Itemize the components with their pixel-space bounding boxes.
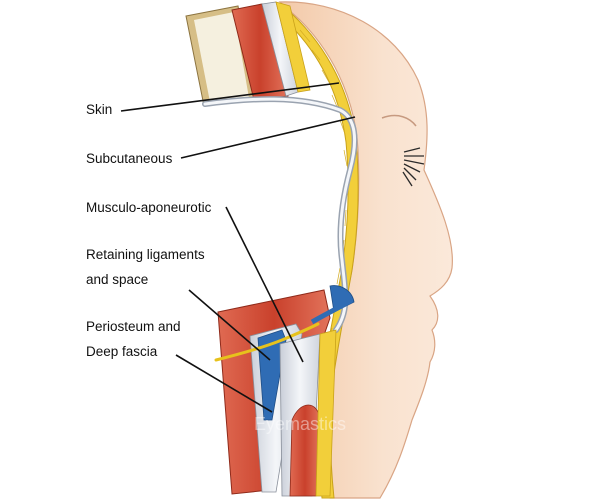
eyelashes (402, 147, 425, 187)
label-subcutaneous: Subcutaneous (86, 151, 173, 166)
nerve-strand (214, 322, 320, 362)
label-periosteum-line1: Periosteum and (86, 319, 181, 334)
jaw-layers (217, 285, 355, 497)
label-skin: Skin (86, 102, 113, 117)
eyelid-fold (381, 114, 417, 127)
leader-skin (120, 82, 340, 112)
leader-lines (120, 82, 356, 413)
label-musculo-aponeurotic: Musculo-aponeurotic (86, 200, 212, 215)
leader-musculo (225, 206, 304, 363)
leader-subcutaneous (180, 116, 356, 159)
leader-retaining (188, 289, 271, 361)
leader-periosteum (175, 354, 273, 413)
label-retaining-ligaments-line1: Retaining ligaments (86, 247, 205, 262)
watermark: Eyemastics (254, 414, 346, 434)
label-periosteum-line2: Deep fascia (86, 344, 158, 359)
label-retaining-ligaments-line2: and space (86, 272, 149, 287)
forehead-layers (185, 1, 311, 107)
